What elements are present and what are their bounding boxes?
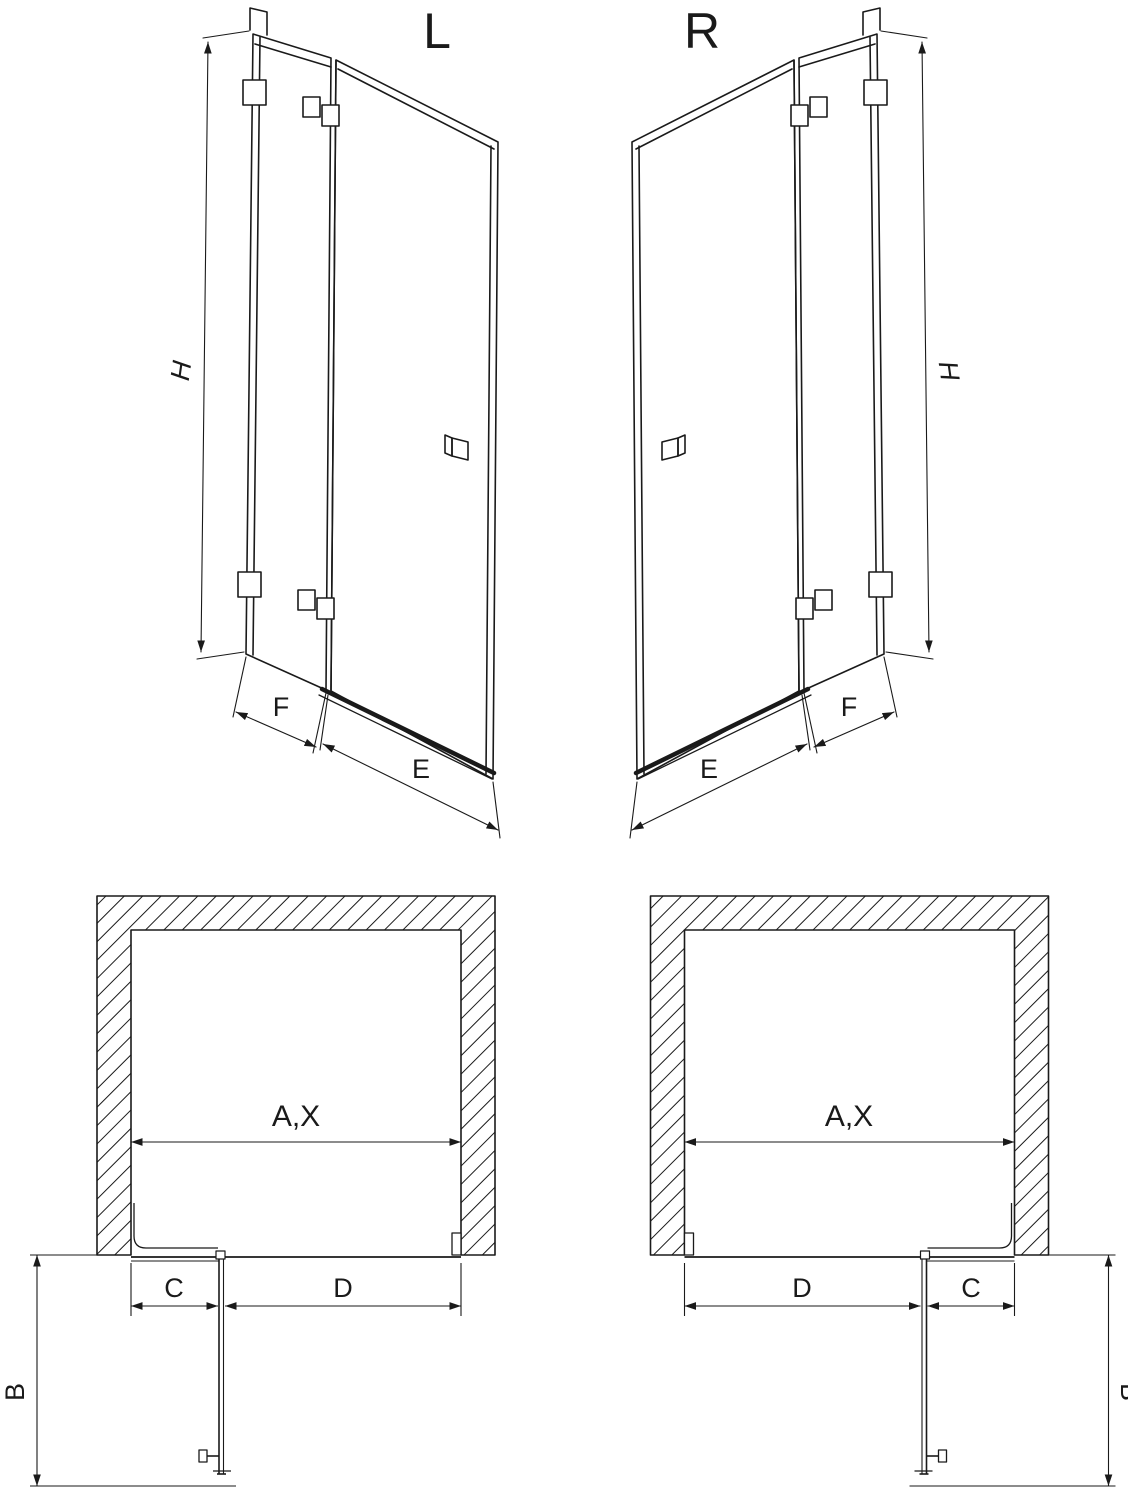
dim-label-e-left: E <box>412 754 430 784</box>
variant-label-right: R <box>684 3 720 59</box>
plan-view-right <box>651 896 1116 1486</box>
dim-label-b-left: B <box>0 1383 30 1401</box>
dim-label-c-left: C <box>164 1273 184 1303</box>
plan-view-left <box>30 896 495 1486</box>
dim-label-c-right: C <box>961 1273 981 1303</box>
dim-label-ax-left: A,X <box>272 1100 320 1133</box>
dim-label-e-right: E <box>700 754 718 784</box>
dim-label-d-left: D <box>333 1273 353 1303</box>
dim-label-f-right: F <box>841 692 858 722</box>
dim-label-h-right: H <box>933 359 965 383</box>
variant-label-left: L <box>423 3 451 59</box>
dim-label-h-left: H <box>165 359 197 383</box>
perspective-view-left <box>197 8 500 838</box>
dim-label-ax-right: A,X <box>825 1100 873 1133</box>
dim-label-b-right: B <box>1115 1383 1128 1401</box>
perspective-view-right <box>630 8 933 838</box>
dim-label-f-left: F <box>273 692 290 722</box>
dim-label-d-right: D <box>792 1273 812 1303</box>
